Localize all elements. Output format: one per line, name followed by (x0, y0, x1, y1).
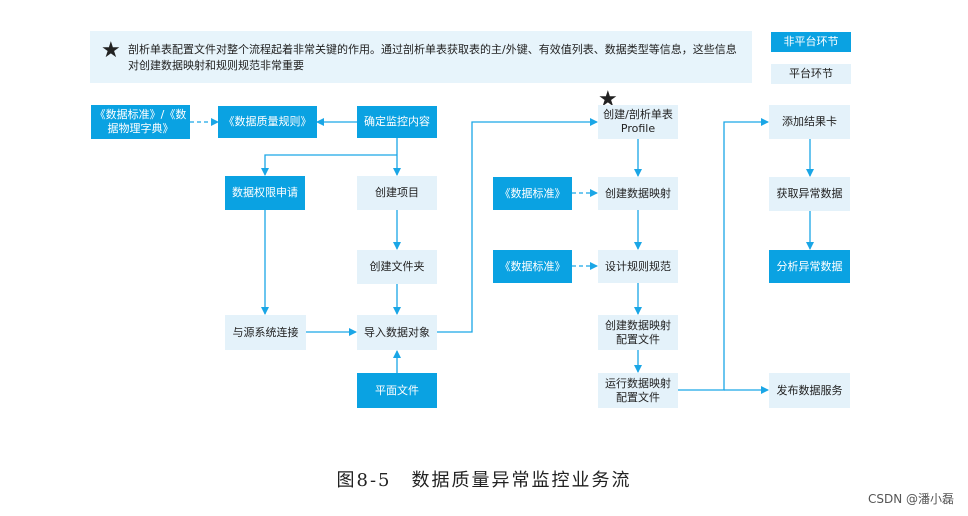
node-get-anomaly: 获取异常数据 (769, 177, 850, 211)
edge-monitor-to-permission (261, 154, 397, 176)
node-flat-file: 平面文件 (357, 373, 437, 408)
edge-import-to-profile (437, 118, 598, 333)
legend-non-platform: 非平台环节 (771, 32, 851, 52)
node-data-permission: 数据权限申请 (225, 176, 305, 210)
node-data-standard-1: 《数据标准》 (493, 177, 572, 210)
node-add-scorecard: 添加结果卡 (769, 105, 850, 139)
node-create-mapping: 创建数据映射 (598, 177, 678, 210)
legend-platform: 平台环节 (771, 64, 851, 84)
node-import-objects: 导入数据对象 (357, 315, 437, 350)
node-run-mapping-config: 运行数据映射 配置文件 (598, 373, 678, 408)
note-text: 剖析单表配置文件对整个流程起着非常关键的作用。通过剖析单表获取表的主/外键、有效… (128, 43, 737, 72)
node-data-standard-2: 《数据标准》 (493, 250, 572, 283)
node-create-folder: 创建文件夹 (357, 250, 437, 284)
node-publish-service: 发布数据服务 (769, 373, 850, 408)
node-data-standard-dict: 《数据标准》/《数据物理字典》 (91, 105, 190, 139)
node-define-monitoring: 确定监控内容 (357, 106, 437, 138)
node-data-quality-rules: 《数据质量规则》 (218, 106, 317, 138)
node-profile: 创建/剖析单表 Profile (598, 105, 678, 139)
node-create-mapping-config: 创建数据映射 配置文件 (598, 315, 678, 350)
node-design-rules: 设计规则规范 (598, 250, 678, 283)
node-analyze-anomaly: 分析异常数据 (769, 250, 850, 283)
figure-caption: 图8-5 数据质量异常监控业务流 (336, 470, 632, 491)
star-icon: ★ (101, 38, 121, 63)
watermark: CSDN @潘小磊 (867, 492, 954, 506)
node-connect-source: 与源系统连接 (225, 315, 306, 350)
edge-run-to-scorecard (678, 118, 769, 391)
node-create-project: 创建项目 (357, 176, 437, 210)
note-panel (90, 31, 752, 83)
